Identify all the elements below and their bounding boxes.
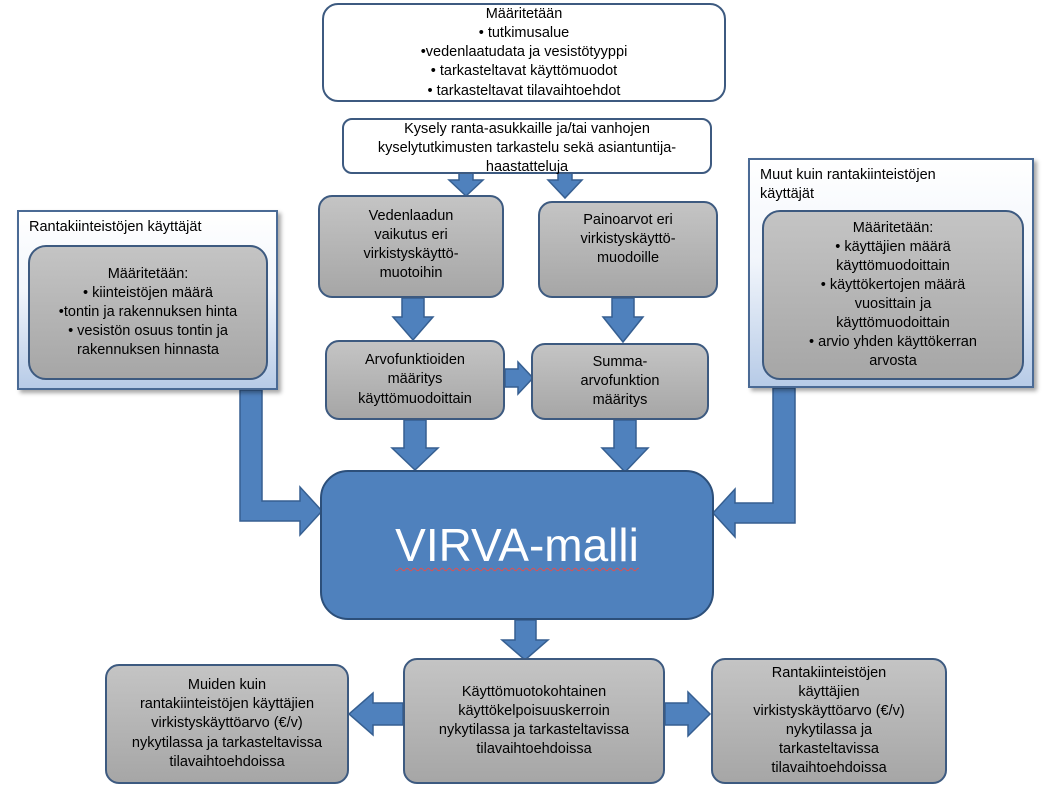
weights-line: virkistyskäyttö- [580,231,676,248]
arrow-virva-to-output [499,619,551,661]
scope-item: • tarkasteltavat käyttömuodot [430,63,618,80]
definition-item: •tontin ja rakennuksen hinta [58,303,238,320]
output-line: virkistyskäyttöarvo (€/v) [753,702,905,719]
output-line: käyttökelpoisuuskerroin [458,702,610,719]
usability-coefficient-output: Käyttömuotokohtainen käyttökelpoisuusker… [403,658,665,784]
shore-property-users-definitions: Määritetään: • kiinteistöjen määrä •tont… [28,245,268,380]
definition-item: rakennuksen hinnasta [77,342,219,359]
survey-line: Kysely ranta-asukkaille ja/tai vanhojen [404,121,650,137]
definition-item: • kiinteistöjen määrä [83,284,213,301]
other-users-title-line: Muut kuin rantakiinteistöjen [760,167,936,183]
water-quality-line: muotoihin [379,265,443,282]
sum-value-function-box: Summa- arvofunktion määritys [531,343,709,420]
weights-line: Painoarvot eri [583,212,673,228]
definition-item: arvosta [869,353,917,370]
scope-heading: Määritetään [485,6,563,22]
output-line: nykytilassa ja [785,722,873,738]
survey-line: haastatteluja [485,159,569,176]
sum-value-line: Summa- [592,353,648,370]
water-quality-line: Vedenlaadun [368,208,454,224]
other-users-title-line: käyttäjät [760,185,814,202]
other-users-panel: Muut kuin rantakiinteistöjen käyttäjät M… [748,158,1034,388]
survey-box: Kysely ranta-asukkaille ja/tai vanhojen … [342,118,712,176]
definition-item: käyttömuodoittain [836,257,950,274]
output-line: virkistyskäyttöarvo (€/v) [151,715,303,732]
output-line: käyttäjien [798,683,860,700]
sum-value-line: määritys [592,392,648,409]
arrow-output-to-right [664,690,712,738]
virva-model-label: VIRVA-malli [395,519,639,571]
arrow-survey-to-water-quality [447,171,485,198]
definition-item: • käyttökertojen määrä [820,276,966,293]
arrow-output-to-left [347,691,404,737]
value-functions-line: käyttömuodoittain [358,390,472,407]
arrow-sum-value-to-virva [600,419,650,474]
virva-model-box: VIRVA-malli [320,470,714,620]
output-line: rantakiinteistöjen käyttäjien [139,696,315,713]
output-line: nykytilassa ja tarkasteltavissa [131,734,323,751]
shore-property-users-title: Rantakiinteistöjen käyttäjät [29,219,202,235]
survey-line: kyselytutkimusten tarkastelu sekä asiant… [377,140,677,157]
other-users-value-output: Muiden kuin rantakiinteistöjen käyttäjie… [105,664,349,784]
weights-box: Painoarvot eri virkistyskäyttö- muodoill… [538,201,718,298]
shore-property-users-panel: Rantakiinteistöjen käyttäjät Määritetään… [17,210,278,390]
scope-definition-box: Määritetään • tutkimusalue •vedenlaatuda… [322,3,726,102]
sum-value-line: arvofunktion [580,372,660,389]
output-line: Käyttömuotokohtainen [461,683,607,700]
definition-item: käyttömuodoittain [836,315,950,332]
output-line: tilavaihtoehdoissa [169,753,285,770]
definition-item: • käyttäjien määrä [835,238,951,255]
arrow-water-quality-to-value-functions [391,297,435,342]
definition-heading: Määritetään: [852,219,934,236]
other-users-title: Muut kuin rantakiinteistöjen käyttäjät [760,166,936,204]
value-functions-line: määritys [387,371,443,388]
arrow-value-functions-to-sum-value [504,360,535,396]
output-line: Muiden kuin [187,677,267,694]
arrow-weights-to-sum-value [601,297,645,344]
output-line: nykytilassa ja tarkasteltavissa [438,722,630,738]
other-users-definitions: Määritetään: • käyttäjien määrä käyttömu… [762,210,1024,380]
value-functions-line: Arvofunktioiden [365,352,465,369]
shore-users-value-output: Rantakiinteistöjen käyttäjien virkistysk… [711,658,947,784]
output-line: tarkasteltavissa [779,741,879,758]
scope-item: • tutkimusalue [478,25,570,42]
output-line: Rantakiinteistöjen [771,664,887,681]
output-line: tilavaihtoehdoissa [476,741,592,758]
definition-item: • vesistön osuus tontin ja [68,323,228,340]
water-quality-line: virkistyskäyttö- [363,246,459,263]
arrow-left-panel-to-virva [239,389,324,537]
output-line: tilavaihtoehdoissa [771,760,887,777]
definition-heading: Määritetään: [107,265,189,282]
water-quality-effect-box: Vedenlaadun vaikutus eri virkistyskäyttö… [318,195,504,298]
water-quality-line: vaikutus eri [374,227,448,244]
definition-item: vuosittain ja [854,296,932,312]
arrow-right-panel-to-virva [711,387,796,539]
scope-item: •vedenlaatudata ja vesistötyyppi [420,44,628,61]
value-functions-box: Arvofunktioiden määritys käyttömuodoitta… [325,340,505,420]
scope-item: • tarkasteltavat tilavaihtoehdot [427,82,621,99]
arrow-value-functions-to-virva [390,419,440,472]
definition-item: • arvio yhden käyttökerran [809,334,977,351]
weights-line: muodoille [596,250,660,267]
